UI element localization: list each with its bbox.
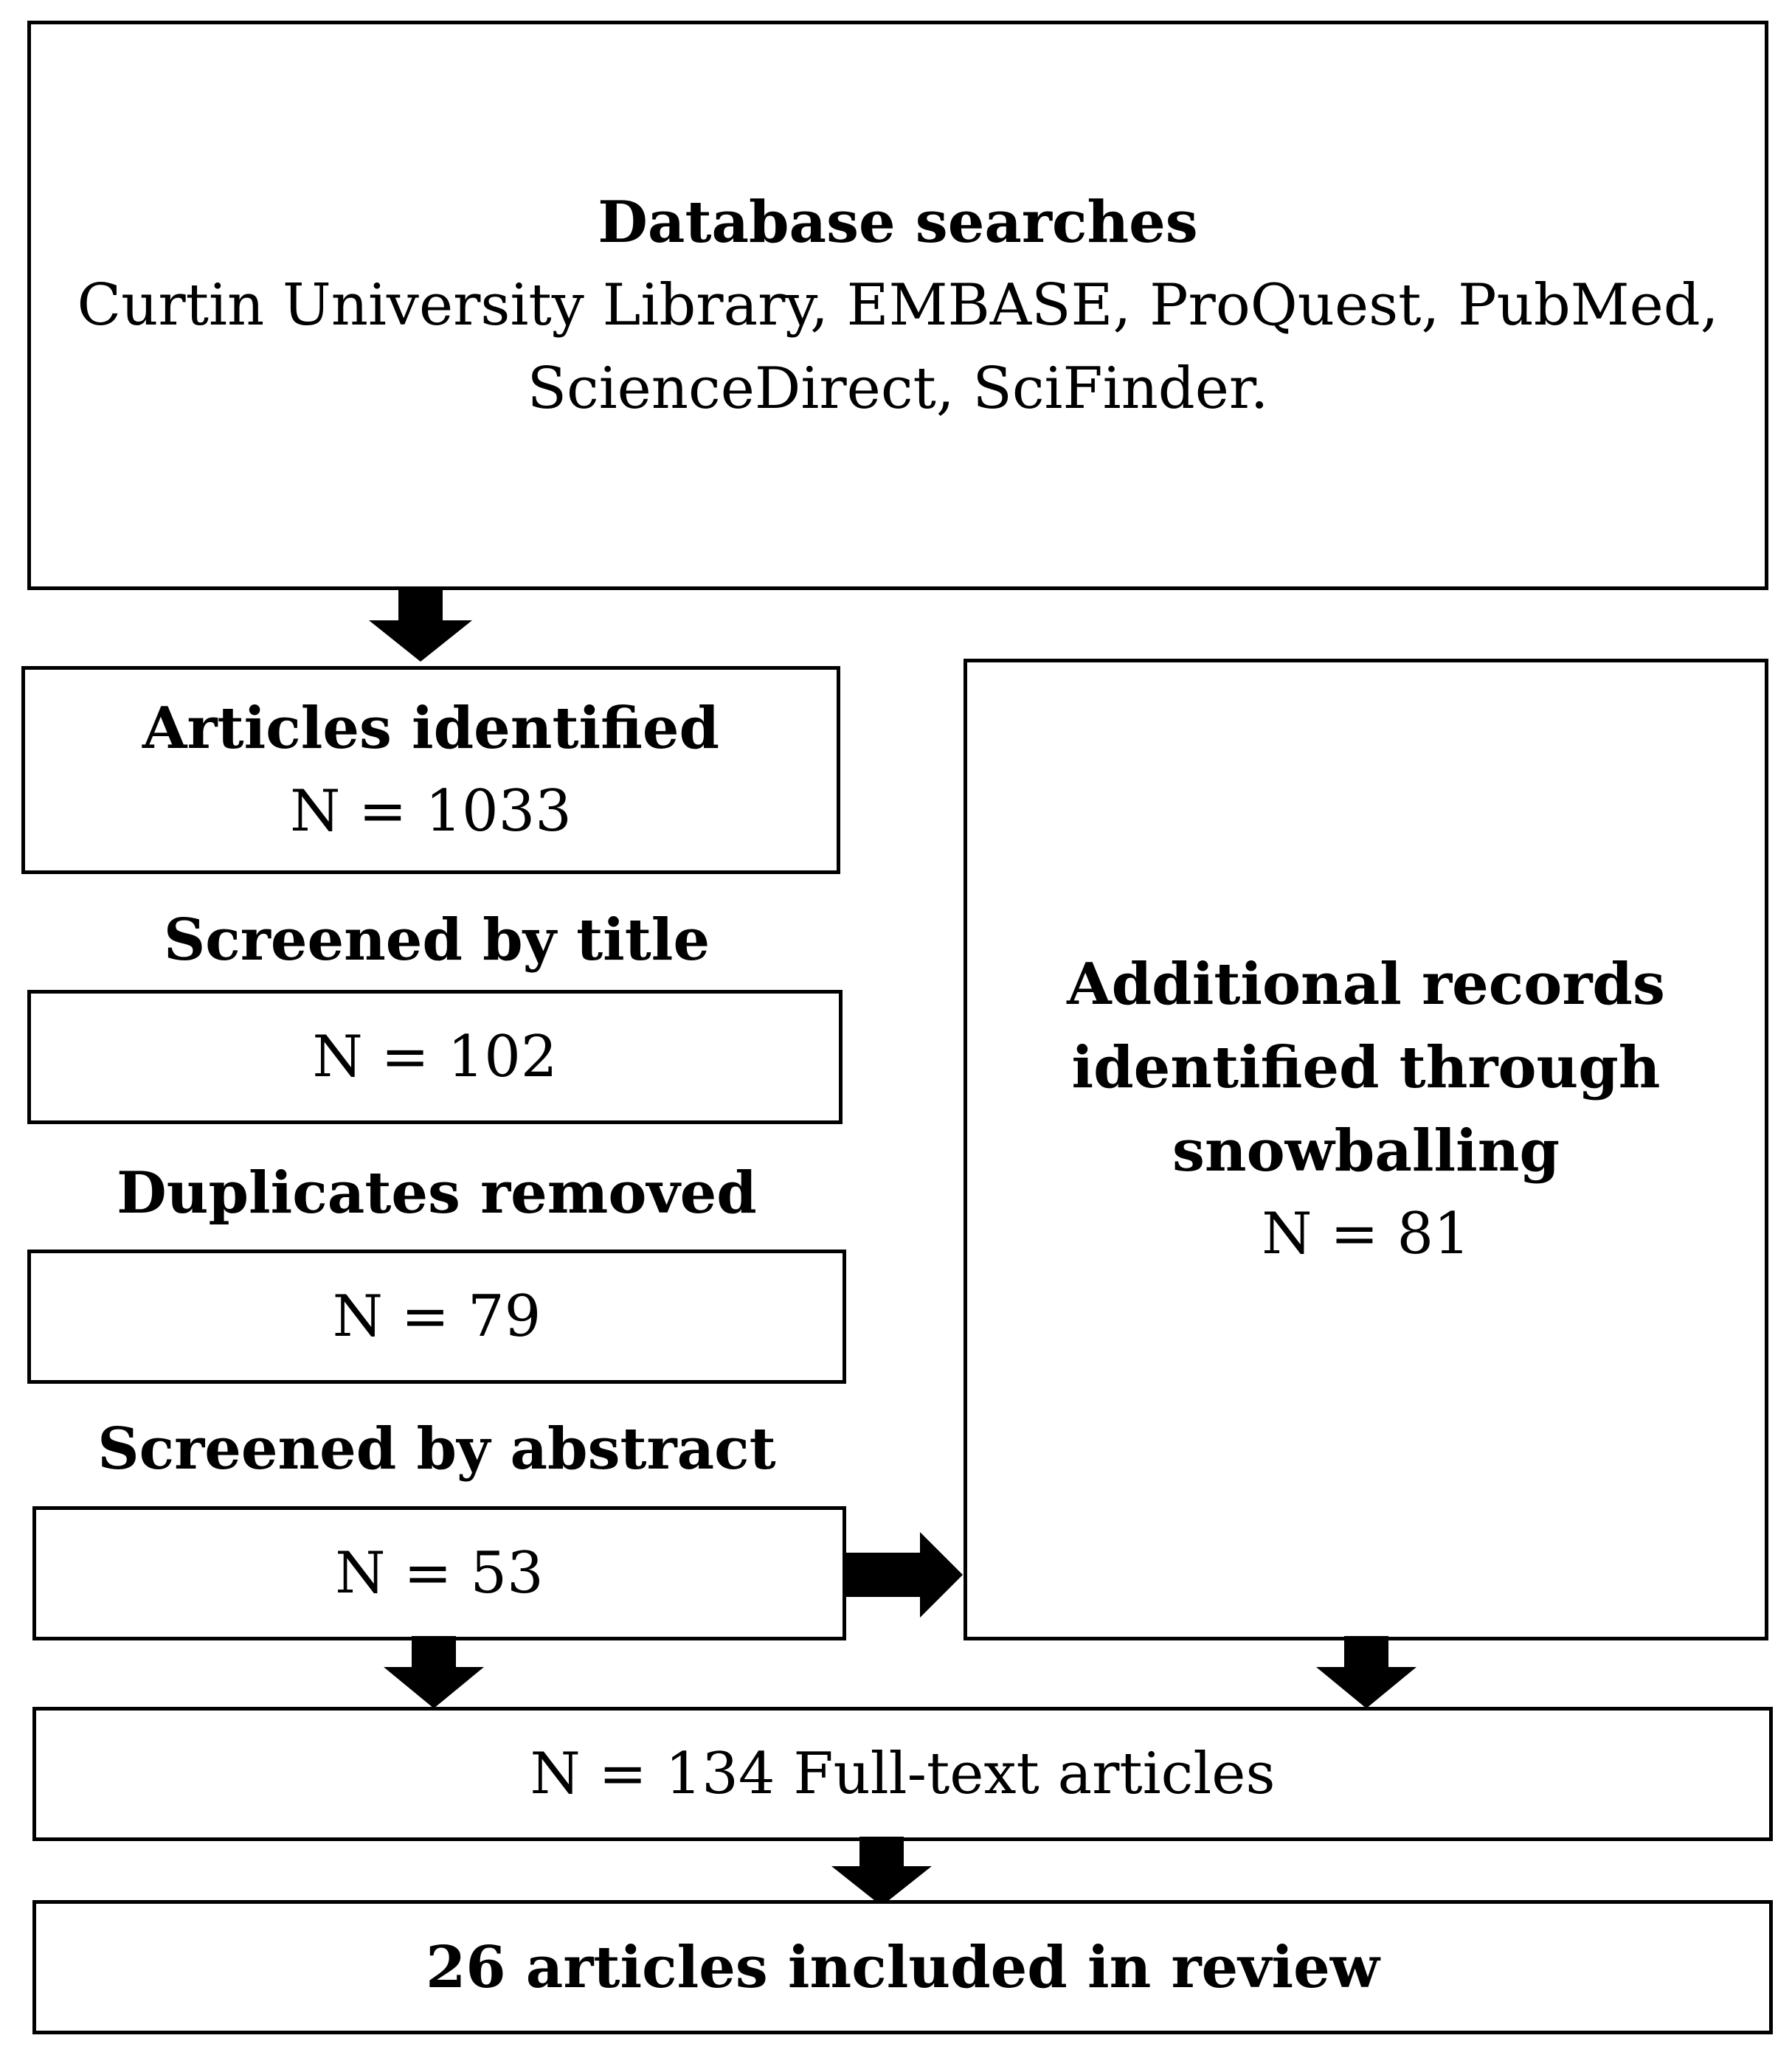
screened-by-abstract-box: N = 53 [32,1506,846,1640]
screened-by-abstract-count: N = 53 [335,1539,544,1607]
snowballing-line-2: identified through [1071,1034,1661,1101]
screened-by-title-count: N = 102 [312,1023,558,1090]
arrow-down-icon [1316,1636,1416,1708]
snowballing-count: N = 81 [1262,1201,1470,1267]
duplicates-removed-label: Duplicates removed [117,1160,757,1227]
included-text: 26 articles included in review [426,1933,1380,2001]
screened-by-title-box: N = 102 [27,990,843,1124]
database-list-line-1: Curtin University Library, EMBASE, ProQu… [77,271,1719,339]
arrow-down-icon [831,1837,932,1906]
database-searches-box: Database searches Curtin University Libr… [27,21,1768,590]
database-list-line-2: ScienceDirect, SciFinder. [527,355,1269,422]
screened-by-title-label: Screened by title [163,907,710,974]
articles-identified-box: Articles identified N = 1033 [21,666,840,874]
articles-identified-title: Articles identified [142,695,720,762]
articles-identified-count: N = 1033 [290,778,572,845]
full-text-box: N = 134 Full-text articles [32,1707,1773,1841]
snowballing-line-1: Additional records [1067,951,1665,1018]
arrow-down-icon [369,586,472,662]
snowballing-line-3: snowballing [1172,1117,1560,1185]
included-box: 26 articles included in review [32,1900,1773,2034]
full-text-count: N = 134 Full-text articles [530,1740,1276,1807]
duplicates-removed-box: N = 79 [27,1250,846,1384]
snowballing-box: Additional records identified through sn… [964,659,1768,1640]
screened-by-abstract-label: Screened by abstract [97,1415,776,1483]
arrow-down-icon [384,1636,484,1708]
arrow-right-icon [846,1532,963,1618]
duplicates-removed-count: N = 79 [332,1283,542,1350]
database-searches-title: Database searches [598,188,1198,256]
